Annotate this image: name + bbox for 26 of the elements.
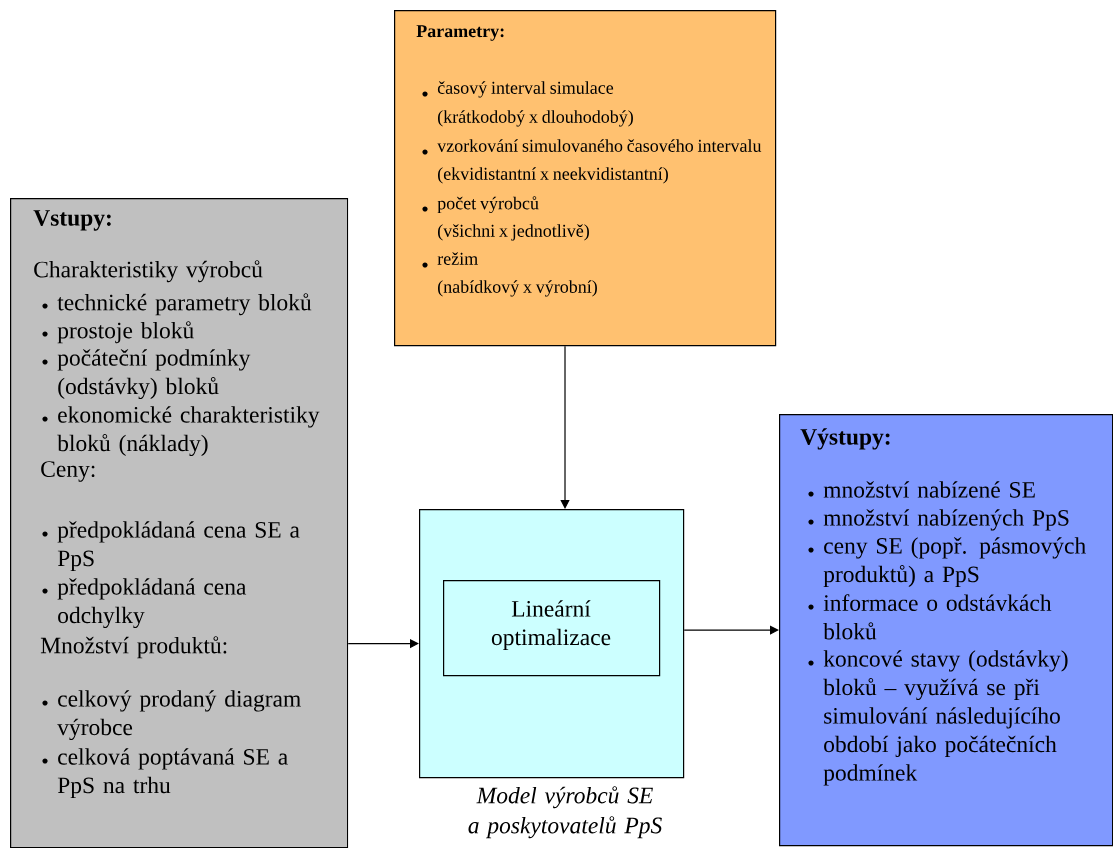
list-item: ekonomické charakteristiky bloků (náklady) <box>42 406 320 457</box>
section-heading: Charakteristiky výrobců <box>34 260 263 283</box>
section-heading: Ceny: <box>41 461 95 482</box>
box-label: Lineární optimalizace <box>491 600 611 651</box>
list-item: prostoje bloků <box>42 321 194 344</box>
section-heading: Množství produktů: <box>40 636 227 659</box>
list-item-note: (ekvidistantní x neekvidistantní) <box>438 167 668 184</box>
panel-heading: Parametry: <box>416 25 504 41</box>
list-item: režim <box>422 252 478 268</box>
panel-heading: Výstupy: <box>800 428 890 450</box>
list-item: technické parametry bloků <box>42 293 312 316</box>
list-item: koncové stavy (odstávky) bloků – využívá se při simulování následujícího období jako počátečních podmínek <box>808 650 1068 786</box>
list-item: počet výrobců <box>422 196 539 214</box>
list-item: množství nabízených PpS <box>808 509 1069 531</box>
arrow <box>560 345 570 509</box>
panel-heading: Vstupy: <box>33 210 111 231</box>
list-item: časový interval simulace <box>422 81 614 98</box>
list-item-note: (všichni x jednotlivě) <box>438 224 589 241</box>
arrow <box>683 625 779 635</box>
list-item: předpokládaná cena odchylky <box>42 578 247 629</box>
list-item: vzorkování simulovaného časového intervalu <box>422 139 762 155</box>
list-item-note: (krátkodobý x dlouhodobý) <box>438 110 633 127</box>
list-item: množství nabízené SE <box>808 481 1035 498</box>
box-caption: Model výrobců SE a poskytovatelů PpS <box>468 786 662 839</box>
list-item: celková poptávaná SE a PpS na trhu <box>42 748 288 799</box>
list-item-note: (nabídkový x výrobní) <box>438 280 597 297</box>
